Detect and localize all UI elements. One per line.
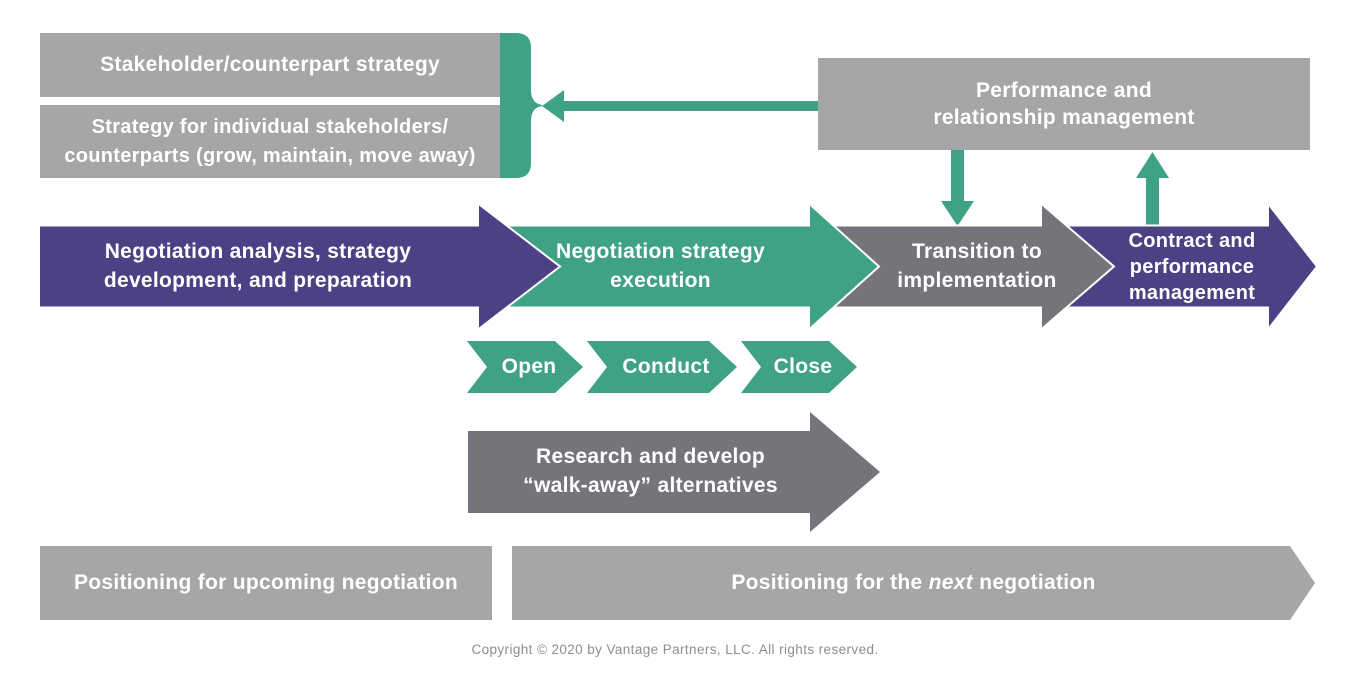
positioning-upcoming-box: Positioning for upcoming negotiation bbox=[40, 546, 492, 620]
phase-chevron-open: Open bbox=[467, 341, 583, 393]
bracket-icon bbox=[500, 33, 543, 178]
phase-conduct-label: Conduct bbox=[622, 355, 710, 378]
positioning-upcoming-label: Positioning for upcoming negotiation bbox=[73, 571, 459, 594]
performance-management-label: Performance and relationship management bbox=[933, 79, 1195, 129]
flow-arrow-contract bbox=[1063, 202, 1319, 331]
next-word-italic: next bbox=[928, 571, 974, 594]
positioning-next-label: Positioning for the next negotiation bbox=[731, 571, 1096, 594]
stakeholder-strategy-label: Stakeholder/counterpart strategy bbox=[100, 53, 440, 76]
copyright-text: Copyright © 2020 by Vantage Partners, LL… bbox=[471, 642, 879, 657]
phase-chevron-close: Close bbox=[741, 341, 857, 393]
phase-chevron-conduct: Conduct bbox=[587, 341, 737, 393]
flow-arrow-transition bbox=[826, 202, 1116, 331]
individual-strategy-box: Strategy for individual stakeholders/ co… bbox=[40, 105, 500, 178]
individual-strategy-label: Strategy for individual stakeholders/ co… bbox=[64, 115, 476, 167]
arrow-up-icon bbox=[1136, 152, 1169, 226]
performance-management-box: Performance and relationship management bbox=[818, 58, 1310, 150]
research-arrow bbox=[468, 412, 880, 532]
flow-arrow-analysis bbox=[38, 202, 562, 331]
phase-open-label: Open bbox=[501, 355, 557, 378]
arrow-down-icon bbox=[941, 150, 974, 226]
positioning-next-arrow: Positioning for the next negotiation bbox=[512, 546, 1315, 620]
phase-close-label: Close bbox=[773, 355, 833, 378]
flow-arrow-execution bbox=[493, 202, 881, 331]
stakeholder-strategy-box: Stakeholder/counterpart strategy bbox=[40, 33, 500, 97]
feedback-arrow-left-icon bbox=[542, 90, 820, 122]
